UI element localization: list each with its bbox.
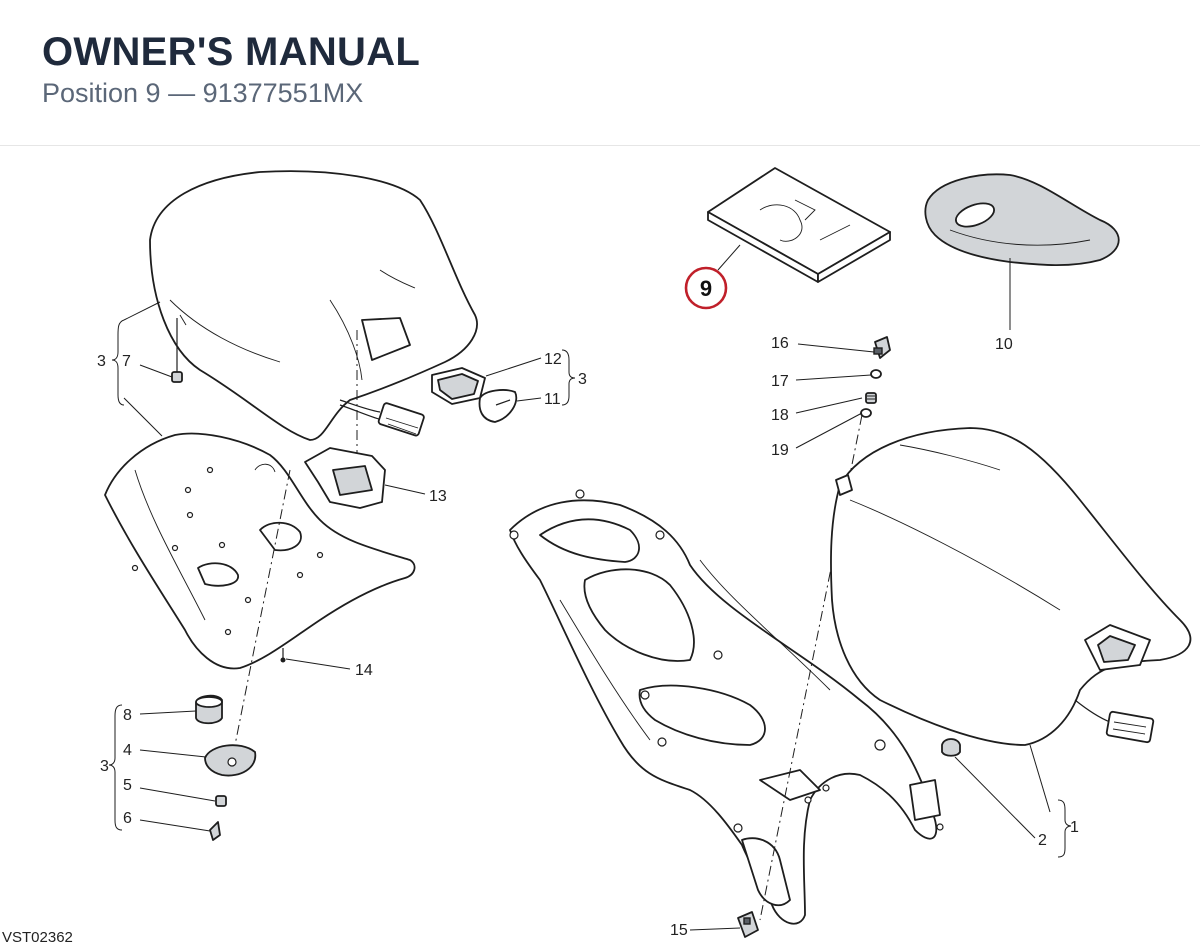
seat-base-pan (104, 432, 416, 670)
page-title: OWNER'S MANUAL (42, 30, 421, 74)
disc-4 (204, 744, 257, 777)
grommet-2 (941, 738, 961, 757)
callout-3-right: 3 (578, 371, 587, 388)
callout-6: 6 (123, 810, 132, 827)
washer-17 (870, 369, 882, 379)
grommet-8 (195, 694, 223, 725)
callout-11: 11 (544, 391, 561, 408)
socket-cap (478, 389, 518, 423)
seat-cover (924, 173, 1120, 267)
callout-7: 7 (122, 353, 131, 370)
callout-18: 18 (771, 407, 789, 424)
clip-15 (737, 911, 759, 938)
usb-socket (431, 367, 486, 405)
spring-18 (865, 392, 877, 404)
callout-1: 1 (1070, 819, 1079, 836)
passenger-seat (830, 427, 1192, 746)
leader-lines (123, 244, 1051, 931)
highlight-ring (684, 266, 728, 310)
callout-16: 16 (771, 335, 789, 352)
nut-5 (215, 795, 227, 807)
callout-3-bottom: 3 (100, 758, 109, 775)
callout-15: 15 (670, 922, 688, 939)
callout-8: 8 (123, 707, 132, 724)
callout-3-top: 3 (97, 353, 106, 370)
callout-2: 2 (1038, 832, 1047, 849)
callout-14: 14 (355, 662, 373, 679)
owners-manual-book (707, 167, 891, 283)
callout-13: 13 (429, 488, 447, 505)
callout-19: 19 (771, 442, 789, 459)
screw-14 (280, 648, 286, 663)
wiring-connector-left (339, 399, 425, 437)
callout-numbers: 9 10 16 17 18 19 12 11 3 13 14 3 7 8 3 4… (97, 276, 1079, 939)
fitting-axis-pan (231, 469, 291, 761)
header: OWNER'S MANUAL Position 9 — 91377551MX (0, 0, 1200, 146)
callout-5: 5 (123, 777, 132, 794)
drawing-code: VST02362 (2, 929, 73, 946)
callout-10: 10 (995, 336, 1013, 353)
callout-4: 4 (123, 742, 132, 759)
callout-12: 12 (544, 351, 562, 368)
washer-19 (860, 408, 872, 418)
rear-subframe (509, 489, 944, 925)
lock-key-16 (873, 336, 891, 359)
callout-17: 17 (771, 373, 789, 390)
callout-9: 9 (700, 276, 712, 301)
bolt-6 (209, 821, 221, 841)
page-subtitle: Position 9 — 91377551MX (42, 78, 364, 108)
grouping-brackets (108, 319, 1072, 858)
rider-seat (149, 170, 478, 441)
